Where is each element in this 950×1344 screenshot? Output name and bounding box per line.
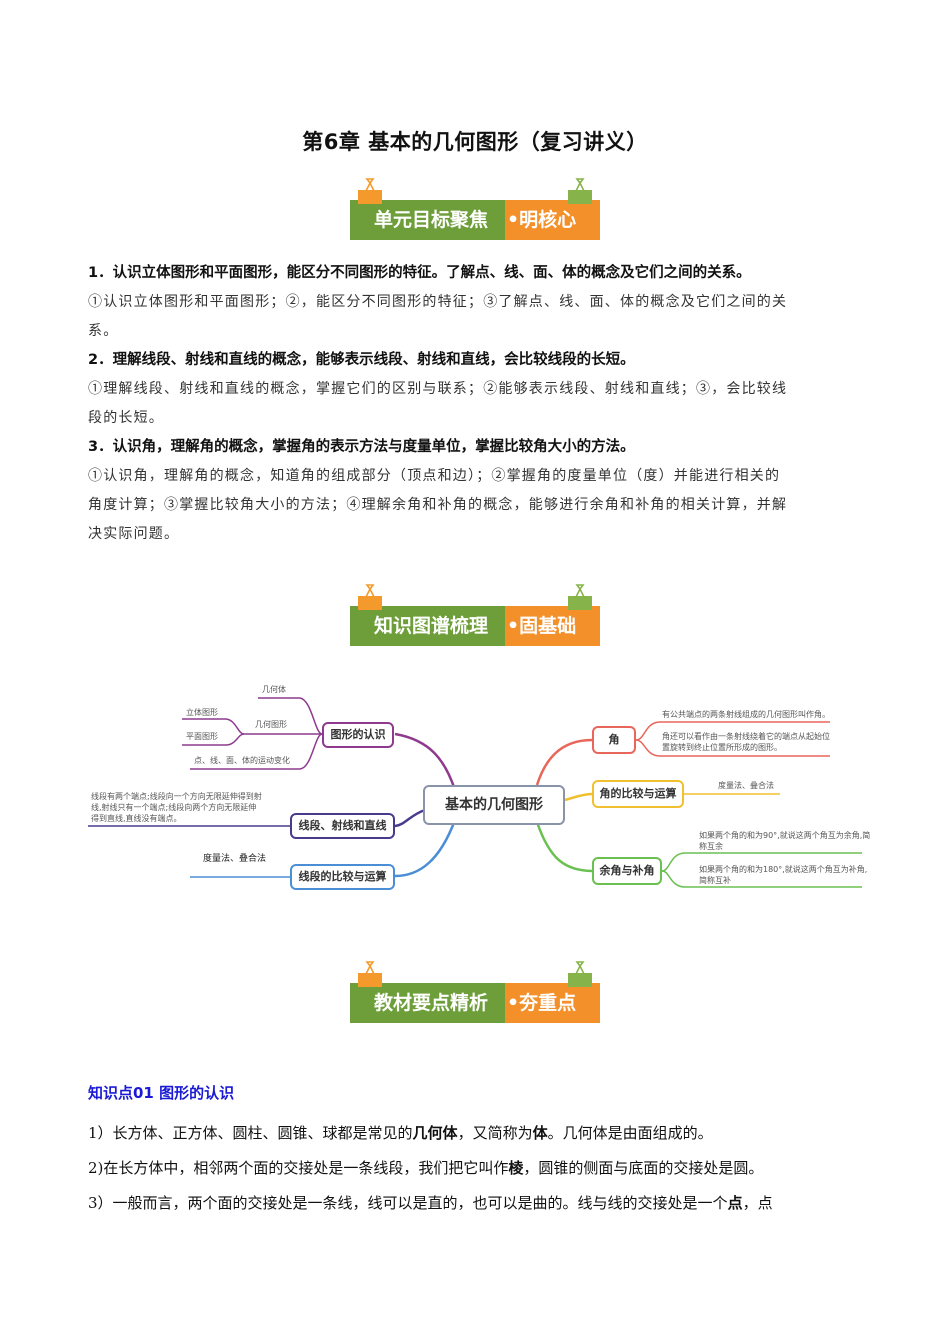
mindmap-node-angle: 角 <box>592 726 636 754</box>
banner-accent-text: •明核心 <box>507 209 577 231</box>
binder-clip-icon <box>568 961 592 987</box>
section-banner-objectives: 单元目标聚焦 •明核心 <box>350 178 600 240</box>
mindmap-label: 线段有两个端点;线段向一个方向无限延伸得到射 <box>91 792 262 801</box>
banner-main-text: 知识图谱梳理 <box>374 615 489 637</box>
objective-detail: ①认识立体图形和平面图形；②，能区分不同图形的特征；③了解点、线、面、体的概念及… <box>88 294 788 310</box>
mindmap-label: 平面图形 <box>186 732 218 741</box>
mindmap-node-complementary: 余角与补角 <box>592 857 662 885</box>
text-run: 。几何体是由面组成的。 <box>547 1124 713 1142</box>
mindmap-label: 度量法、叠合法 <box>203 854 267 864</box>
mindmap-label: 线,射线只有一个端点;线段向两个方向无限延伸 <box>91 803 257 812</box>
text-run: ，点 <box>742 1194 773 1212</box>
text-run: 1）长方体、正方体、圆柱、圆锥、球都是常见的 <box>88 1124 413 1142</box>
mindmap-label: 置旋转到终止位置所形成的图形。 <box>662 743 782 752</box>
text-run: 3）一般而言，两个面的交接处是一条线，线可以是直的，也可以是曲的。线与线的交接处… <box>88 1194 728 1212</box>
mindmap-label: 得到直线,直线没有端点。 <box>91 814 182 823</box>
mindmap-node-segment-compare: 线段的比较与运算 <box>290 864 395 890</box>
objective-detail: ①认识角，理解角的概念，知道角的组成部分（顶点和边）；②掌握角的度量单位（度）并… <box>88 468 781 484</box>
mindmap-label: 简称互补 <box>699 876 731 885</box>
objectives-list: 1．认识立体图形和平面图形，能区分不同图形的特征。了解点、线、面、体的概念及它们… <box>88 259 863 549</box>
section-banner-key-points: 教材要点精析 •夯重点 <box>350 961 600 1023</box>
knowledge-item: 1）长方体、正方体、圆柱、圆锥、球都是常见的几何体，又简称为体。几何体是由面组成… <box>88 1116 863 1151</box>
objective-heading: 1．认识立体图形和平面图形，能区分不同图形的特征。了解点、线、面、体的概念及它们… <box>88 265 751 281</box>
mindmap-node-angle-compare: 角的比较与运算 <box>592 780 684 808</box>
objective-heading: 3．认识角，理解角的概念，掌握角的表示方法与度量单位，掌握比较角大小的方法。 <box>88 439 635 455</box>
objective-heading: 2．理解线段、射线和直线的概念，能够表示线段、射线和直线，会比较线段的长短。 <box>88 352 635 368</box>
knowledge-item: 3）一般而言，两个面的交接处是一条线，线可以是直的，也可以是曲的。线与线的交接处… <box>88 1186 863 1221</box>
mindmap-label: 几何图形 <box>255 720 287 729</box>
bold-term: 棱 <box>508 1159 524 1177</box>
knowledge-point-body: 1）长方体、正方体、圆柱、圆锥、球都是常见的几何体，又简称为体。几何体是由面组成… <box>88 1116 863 1221</box>
banner-main-text: 教材要点精析 <box>374 992 489 1014</box>
mindmap-label: 有公共端点的两条射线组成的几何图形叫作角。 <box>662 710 830 719</box>
binder-clip-icon <box>358 584 382 610</box>
mindmap-center-node: 基本的几何图形 <box>423 785 565 825</box>
mindmap-node-shape-recognition: 图形的认识 <box>322 722 394 748</box>
objective-detail: 角度计算；③掌握比较角大小的方法；④理解余角和补角的概念，能够进行余角和补角的相… <box>88 497 788 513</box>
mindmap-node-lines: 线段、射线和直线 <box>290 813 395 839</box>
knowledge-point-title: 知识点01 图形的认识 <box>88 1084 235 1102</box>
binder-clip-icon <box>358 178 382 204</box>
banner-accent-text: •固基础 <box>507 615 577 637</box>
text-run: 2)在长方体中，相邻两个面的交接处是一条线段，我们把它叫作 <box>88 1159 509 1177</box>
bold-term: 点 <box>727 1194 743 1212</box>
objective-detail: 决实际问题。 <box>88 526 180 542</box>
mindmap-label: 称互余 <box>699 842 723 851</box>
banner-main-text: 单元目标聚焦 <box>374 209 489 231</box>
objective-detail: ①理解线段、射线和直线的概念，掌握它们的区别与联系；②能够表示线段、射线和直线；… <box>88 381 788 397</box>
binder-clip-icon <box>568 178 592 204</box>
mindmap-label: 点、线、面、体的运动变化 <box>194 756 290 765</box>
binder-clip-icon <box>568 584 592 610</box>
mindmap-label: 度量法、叠合法 <box>718 781 774 790</box>
bold-term: 体 <box>532 1124 548 1142</box>
objective-detail: 段的长短。 <box>88 410 164 426</box>
mindmap-label: 角还可以看作由一条射线绕着它的端点从起始位 <box>662 732 830 741</box>
text-run: ，圆锥的侧面与底面的交接处是圆。 <box>523 1159 764 1177</box>
text-run: ，又简称为 <box>457 1124 533 1142</box>
mindmap-label: 立体图形 <box>186 708 218 717</box>
section-banner-knowledge-map: 知识图谱梳理 •固基础 <box>350 584 600 646</box>
page-title: 第6章 基本的几何图形（复习讲义） <box>302 130 648 154</box>
mindmap-label: 几何体 <box>262 685 286 694</box>
objective-detail: 系。 <box>88 323 119 339</box>
mindmap-label: 如果两个角的和为90°,就说这两个角互为余角,简 <box>699 831 871 840</box>
banner-accent-text: •夯重点 <box>507 992 577 1014</box>
binder-clip-icon <box>358 961 382 987</box>
bold-term: 几何体 <box>412 1124 458 1142</box>
mindmap-label: 如果两个角的和为180°,就说这两个角互为补角, <box>699 865 868 874</box>
knowledge-item: 2)在长方体中，相邻两个面的交接处是一条线段，我们把它叫作棱，圆锥的侧面与底面的… <box>88 1151 863 1186</box>
